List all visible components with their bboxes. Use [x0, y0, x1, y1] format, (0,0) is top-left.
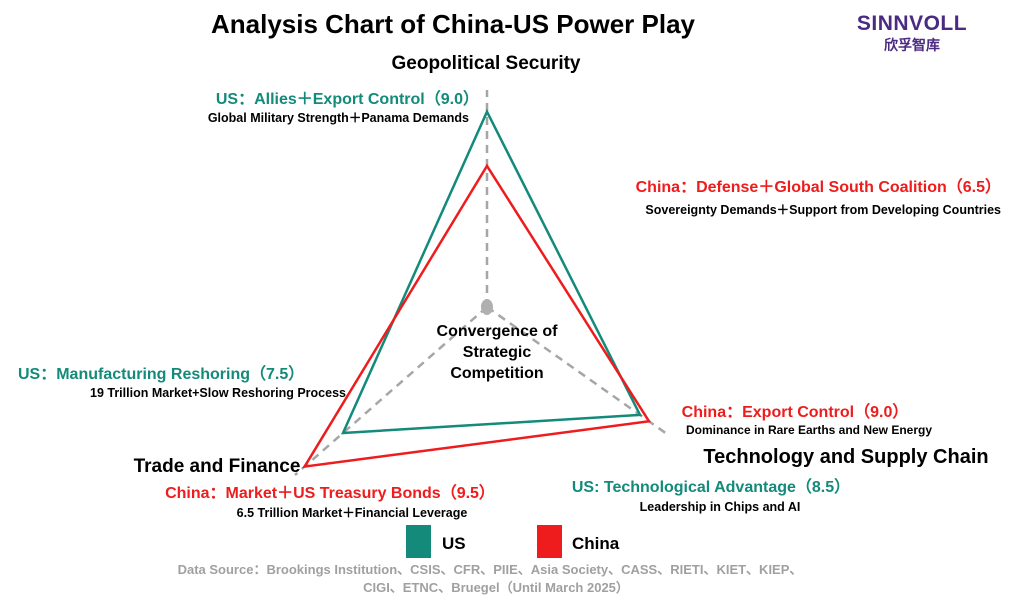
axis-line-technology	[486, 305, 668, 436]
source-line-1: Data Source：Brookings Institution、CSIS、C…	[178, 562, 803, 577]
center-label-line-2: Strategic	[463, 344, 532, 361]
sinnvoll-logo: SINNVOLL 欣孚智库	[857, 12, 967, 53]
source-line-2: CIGI、ETNC、Bruegel（Until March 2025）	[363, 580, 629, 595]
center-dot	[481, 299, 493, 315]
china-trade-annotation-title: China：Market＋US Treasury Bonds（9.5）	[165, 484, 495, 502]
logo-sub: 欣孚智库	[884, 37, 940, 53]
china-geo-annotation-title: China：Defense＋Global South Coalition（6.5…	[636, 178, 1001, 196]
legend-swatch-us	[406, 525, 431, 558]
legend-label-us: US	[442, 534, 466, 553]
china-trade-annotation-detail: 6.5 Trillion Market＋Financial Leverage	[237, 506, 468, 520]
china-geo-annotation-detail: Sovereignty Demands＋Support from Develop…	[645, 203, 1001, 217]
center-label-line-1: Convergence of	[437, 323, 559, 340]
us-trade-annotation-title: US：Manufacturing Reshoring（7.5）	[18, 365, 304, 383]
logo-brand: SINNVOLL	[857, 12, 967, 35]
axis-label-technology: Technology and Supply Chain	[703, 446, 988, 468]
series-polygons	[302, 108, 652, 469]
center-label-line-3: Competition	[450, 365, 543, 382]
us-geo-annotation-title: US：Allies＋Export Control（9.0）	[216, 90, 479, 108]
chart-title: Analysis Chart of China-US Power Play	[211, 9, 696, 39]
axis-label-geopolitical: Geopolitical Security	[392, 53, 581, 74]
center-label: Convergence of Strategic Competition	[437, 323, 559, 382]
legend: US China	[406, 525, 620, 558]
china-tech-annotation-title: China：Export Control（9.0）	[682, 403, 909, 421]
axis-label-trade: Trade and Finance	[134, 456, 301, 477]
us-geo-annotation-detail: Global Military Strength＋Panama Demands	[208, 111, 469, 125]
legend-label-china: China	[572, 534, 620, 553]
axis-line-trade	[294, 306, 488, 476]
us-tech-annotation-title: US: Technological Advantage（8.5）	[572, 478, 850, 496]
series-polygon-china	[302, 163, 652, 469]
series-polygon-us	[341, 108, 642, 435]
legend-swatch-china	[537, 525, 562, 558]
axis-lines	[294, 90, 668, 476]
china-tech-annotation-detail: Dominance in Rare Earths and New Energy	[686, 423, 932, 437]
us-tech-annotation-detail: Leadership in Chips and AI	[640, 500, 801, 514]
us-trade-annotation-detail: 19 Trillion Market+Slow Reshoring Proces…	[90, 386, 346, 400]
